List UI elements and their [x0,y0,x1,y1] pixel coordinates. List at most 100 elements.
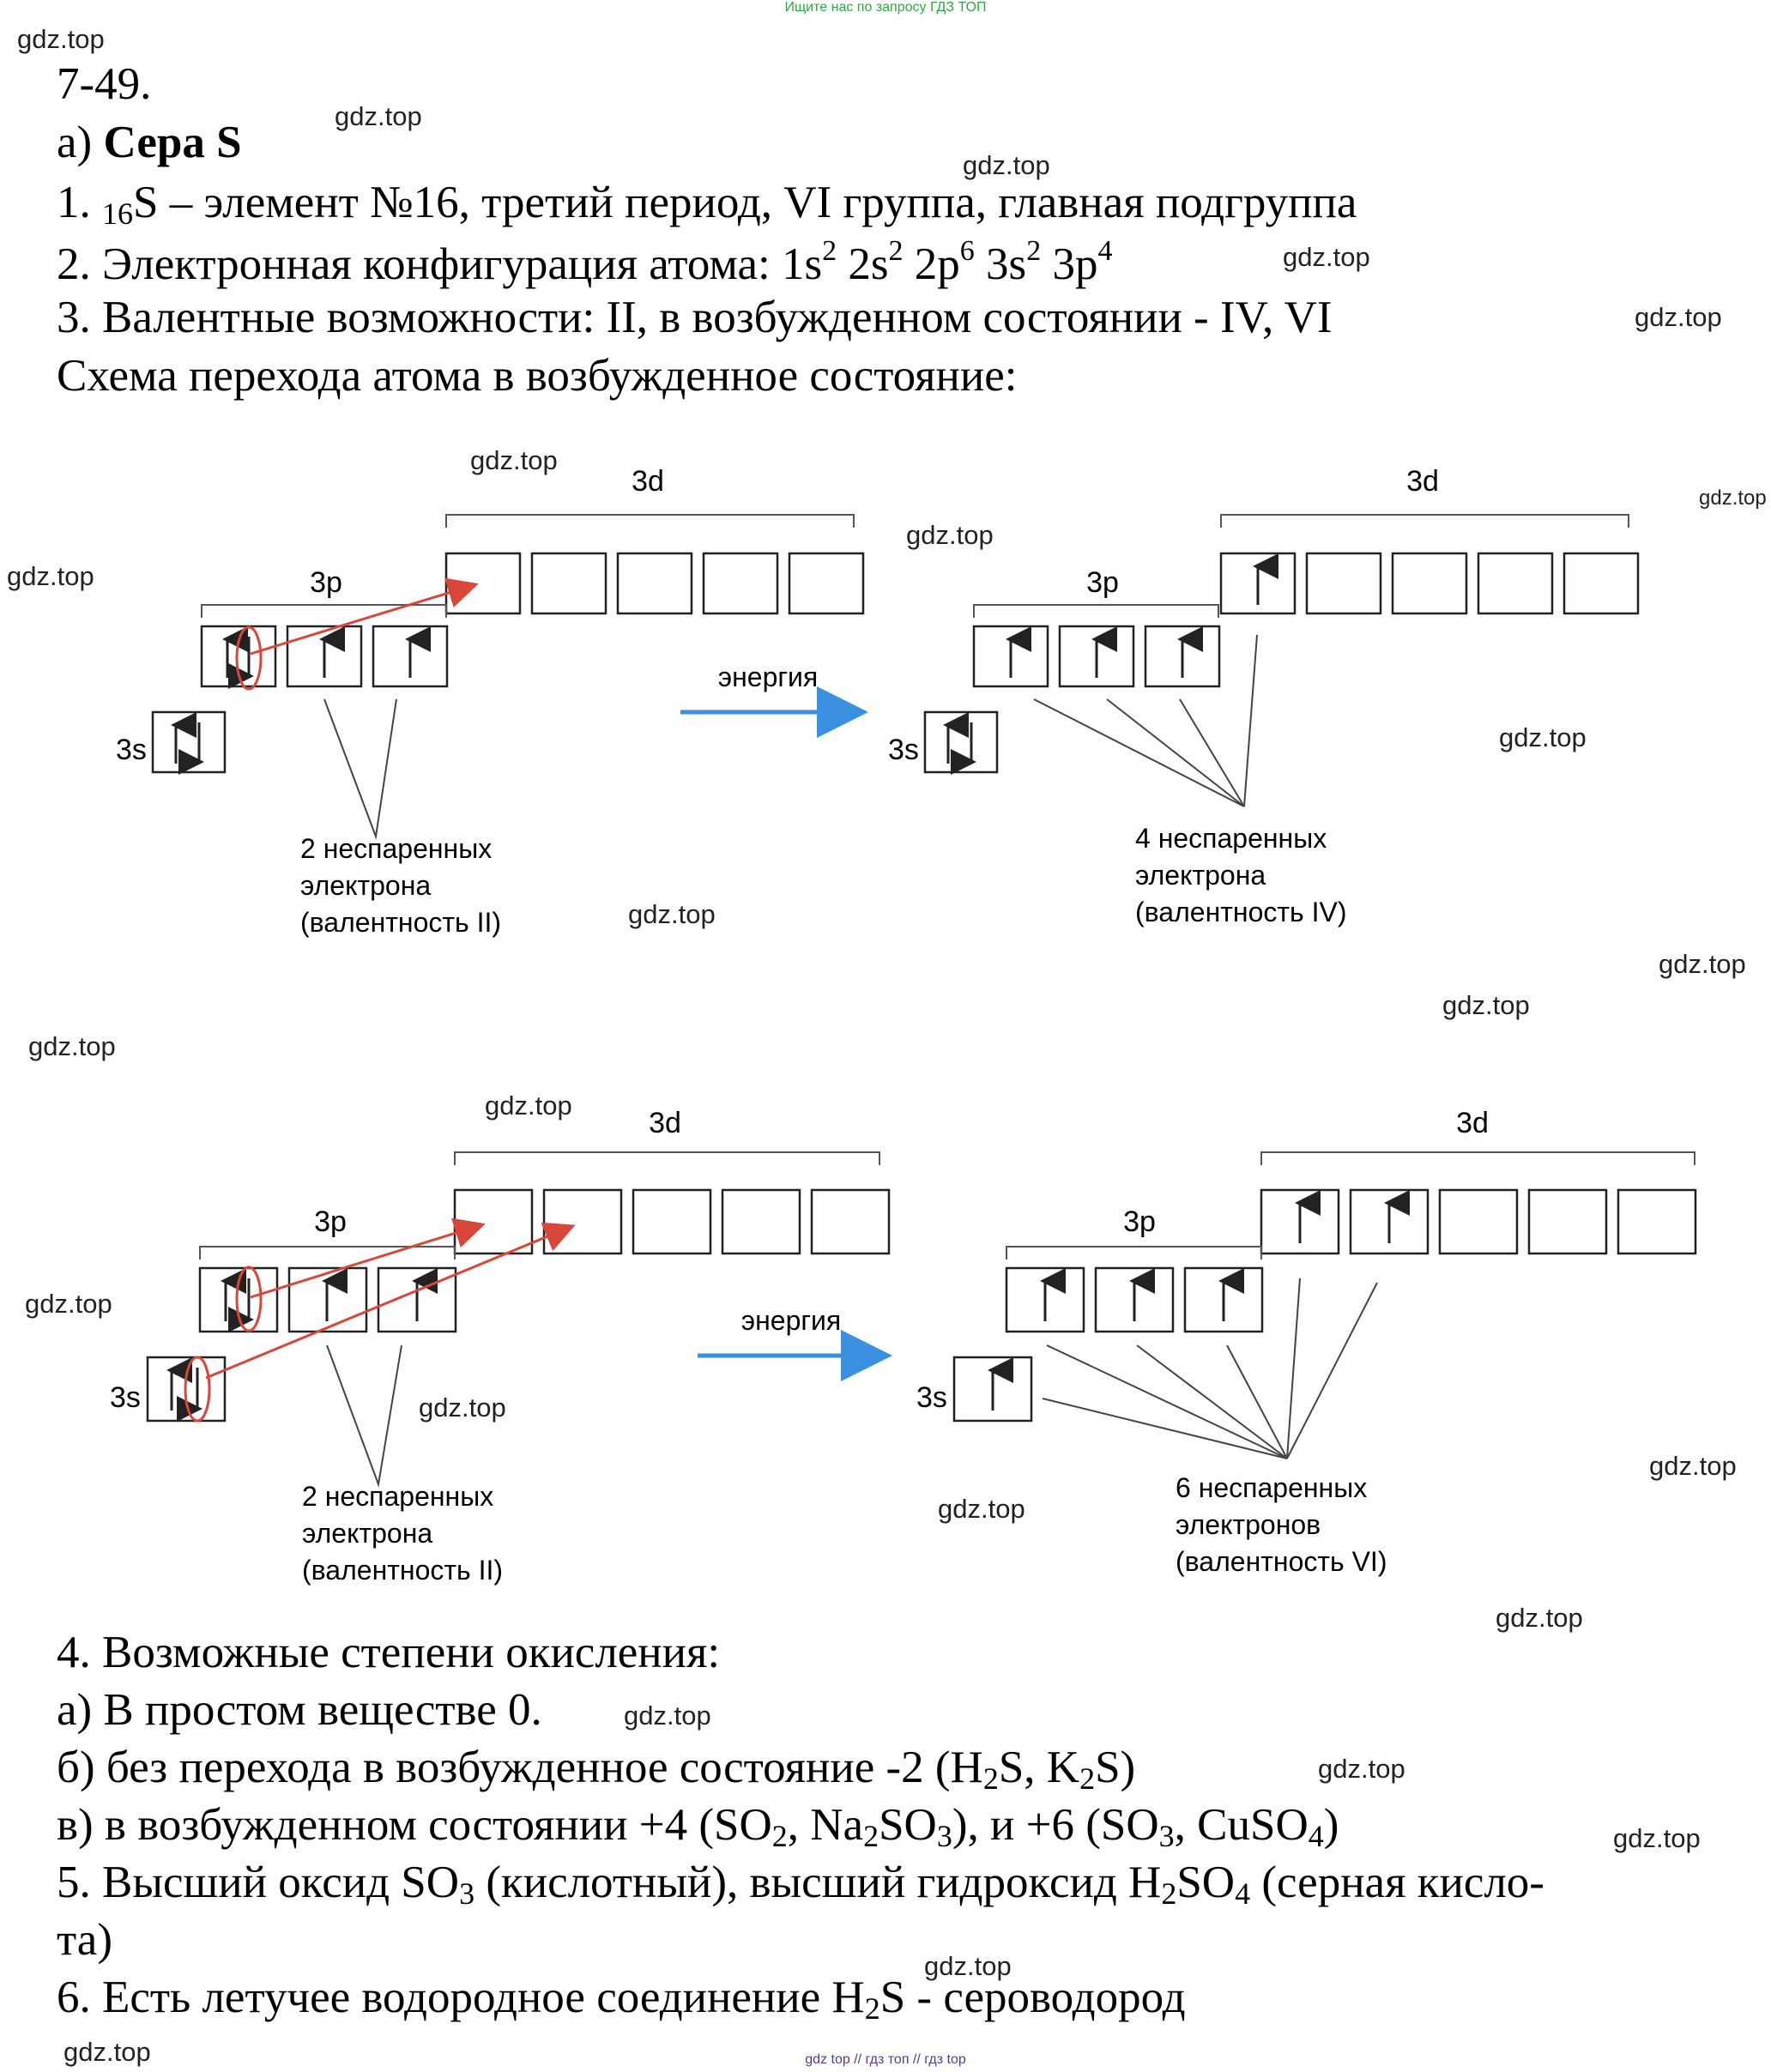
brace-3p [199,1246,456,1260]
footer-note: gdz top // гдз топ // гдз top [805,2052,966,2067]
line-higher-oxide-cont: та) [57,1915,112,1965]
brace-3p-excited [973,604,1219,618]
line-oxidation-states: 4. Возможные степени окисления: [57,1628,721,1677]
electron-arrows-3p-excited [1006,626,1203,678]
electron-arrows-3p-excited [1040,1268,1244,1321]
electron-arrows-3s-excited [943,712,976,775]
watermark: gdz.top [924,1951,1012,1981]
label-3s: 3s [110,1381,141,1414]
svg-text:(валентность VI): (валентность VI) [1176,1546,1387,1577]
energy-label: энергия [741,1305,841,1336]
label-3d: 3d [649,1107,681,1139]
label-3d-excited: 3d [1456,1107,1489,1139]
excitation-arrow [250,1217,486,1299]
line-valence: 3. Валентные возможности: II, в возбужде… [57,293,1333,342]
item-a-heading: а) Сера S [57,118,242,167]
line-oxidation-excited: в) в возбужденном состоянии +4 (SO2, Na2… [57,1800,1339,1853]
svg-text:электрона: электрона [302,1518,432,1549]
watermark: gdz.top [628,899,716,929]
brace-3p-excited [1006,1246,1262,1260]
highlight-ellipse-3s [184,1356,211,1423]
caption-pointer [326,1344,402,1488]
watermark: gdz.top [1496,1603,1583,1633]
label-3p-excited: 3p [1086,566,1119,599]
electron-arrows-3d-excited [1295,1190,1410,1243]
svg-text:(валентность II): (валентность II) [302,1555,503,1586]
watermark: gdz.top [335,101,422,131]
label-3p: 3p [314,1205,347,1238]
caption-unpaired-right: 6 неспаренных электронов (валентность VI… [1176,1472,1387,1577]
brace-3d-excited [1260,1151,1695,1165]
diagram-excitation-1: 3d 3p 3s 2 неспаренных электрона (валент… [116,465,1640,938]
brace-3d [445,514,855,528]
task-number: 7-49. [57,59,152,109]
line-electron-config: 2. Электронная конфигурация атома: 1s2 2… [57,235,1113,289]
orbital-boxes-3d [453,1188,891,1255]
electron-arrows-3p [222,626,431,689]
brace-3d-excited [1220,514,1629,528]
svg-text:электрона: электрона [1135,860,1266,891]
caption-unpaired-left: 2 неспаренных электрона (валентность II) [300,833,501,938]
label-3s: 3s [116,734,147,766]
watermark: gdz.top [1659,949,1746,979]
caption-unpaired-right: 4 неспаренных электрона (валентность IV) [1135,823,1346,927]
watermark: gdz.top [624,1700,711,1731]
watermark: gdz.top [1649,1451,1737,1481]
excitation-arrow-3s [205,1222,576,1380]
watermark: gdz.top [28,1031,116,1061]
watermark: gdz.top [485,1090,572,1121]
electron-arrows-3s [166,1357,202,1422]
watermark: gdz.top [63,2037,151,2067]
line-oxidation-ground: б) без перехода в возбужденное состояние… [57,1743,1136,1796]
svg-text:(валентность IV): (валентность IV) [1135,897,1346,927]
svg-text:6 неспаренных: 6 неспаренных [1176,1472,1367,1503]
line-hydrogen-compound: 6. Есть летучее водородное соединение H2… [57,1972,1186,2026]
caption-unpaired-left: 2 неспаренных электрона (валентность II) [302,1481,503,1586]
element-title: Сера S [103,118,242,167]
watermark: gdz.top [1699,486,1767,510]
highlight-ellipse [235,1266,263,1332]
watermark: gdz.top [17,24,105,54]
line-element-position: 1. 16S – элемент №16, третий период, VI … [57,178,1357,231]
electron-arrows-3p [221,1268,438,1332]
brace-3p [201,604,447,618]
watermark: gdz.top [963,150,1050,180]
label-3d: 3d [632,465,664,498]
label-3p: 3p [310,566,342,599]
caption-pointer-excited [1042,1278,1378,1459]
watermark: gdz.top [7,561,94,591]
watermark: gdz.top [1499,722,1587,752]
watermark: gdz.top [1318,1754,1405,1784]
svg-text:4 неспаренных: 4 неспаренных [1135,823,1327,854]
watermark: gdz.top [938,1494,1025,1524]
svg-text:электрона: электрона [300,870,431,901]
diagram-excitation-2: 3d 3p 3s 2 неспаренных электрона (валент… [110,1107,1697,1586]
watermark: gdz.top [470,445,558,475]
orbital-box-3s-excited [923,710,999,774]
watermark: gdz.top [419,1392,506,1423]
orbital-boxes-3d [444,552,865,615]
watermark: gdz.top [1613,1823,1701,1853]
caption-pointer [323,698,397,840]
svg-text:2 неспаренных: 2 неспаренных [300,833,492,864]
orbital-boxes-3d-excited [1260,1188,1697,1255]
orbital-box-3s [151,710,227,774]
excitation-arrow [250,577,479,655]
watermark: gdz.top [906,520,994,550]
orbital-boxes-3d-excited [1219,552,1640,615]
label-3d-excited: 3d [1406,465,1439,498]
watermark: gdz.top [1442,990,1530,1020]
svg-text:электронов: электронов [1176,1509,1321,1540]
line-higher-oxide: 5. Высший оксид SO3 (кислотный), высший … [57,1858,1544,1911]
label-3p-excited: 3p [1123,1205,1156,1238]
caption-pointer-excited [1033,634,1258,807]
brace-3d [454,1151,880,1165]
label-3s-excited: 3s [916,1381,947,1414]
label-3s-excited: 3s [888,734,919,766]
electron-arrows-3s [171,712,204,775]
watermark: gdz.top [1283,242,1370,272]
watermark: gdz.top [25,1289,112,1319]
highlight-ellipse [235,625,263,691]
line-oxidation-simple: а) В простом веществе 0. [57,1685,542,1735]
header-note: Ищите нас по запросу ГДЗ ТОП [784,0,987,15]
